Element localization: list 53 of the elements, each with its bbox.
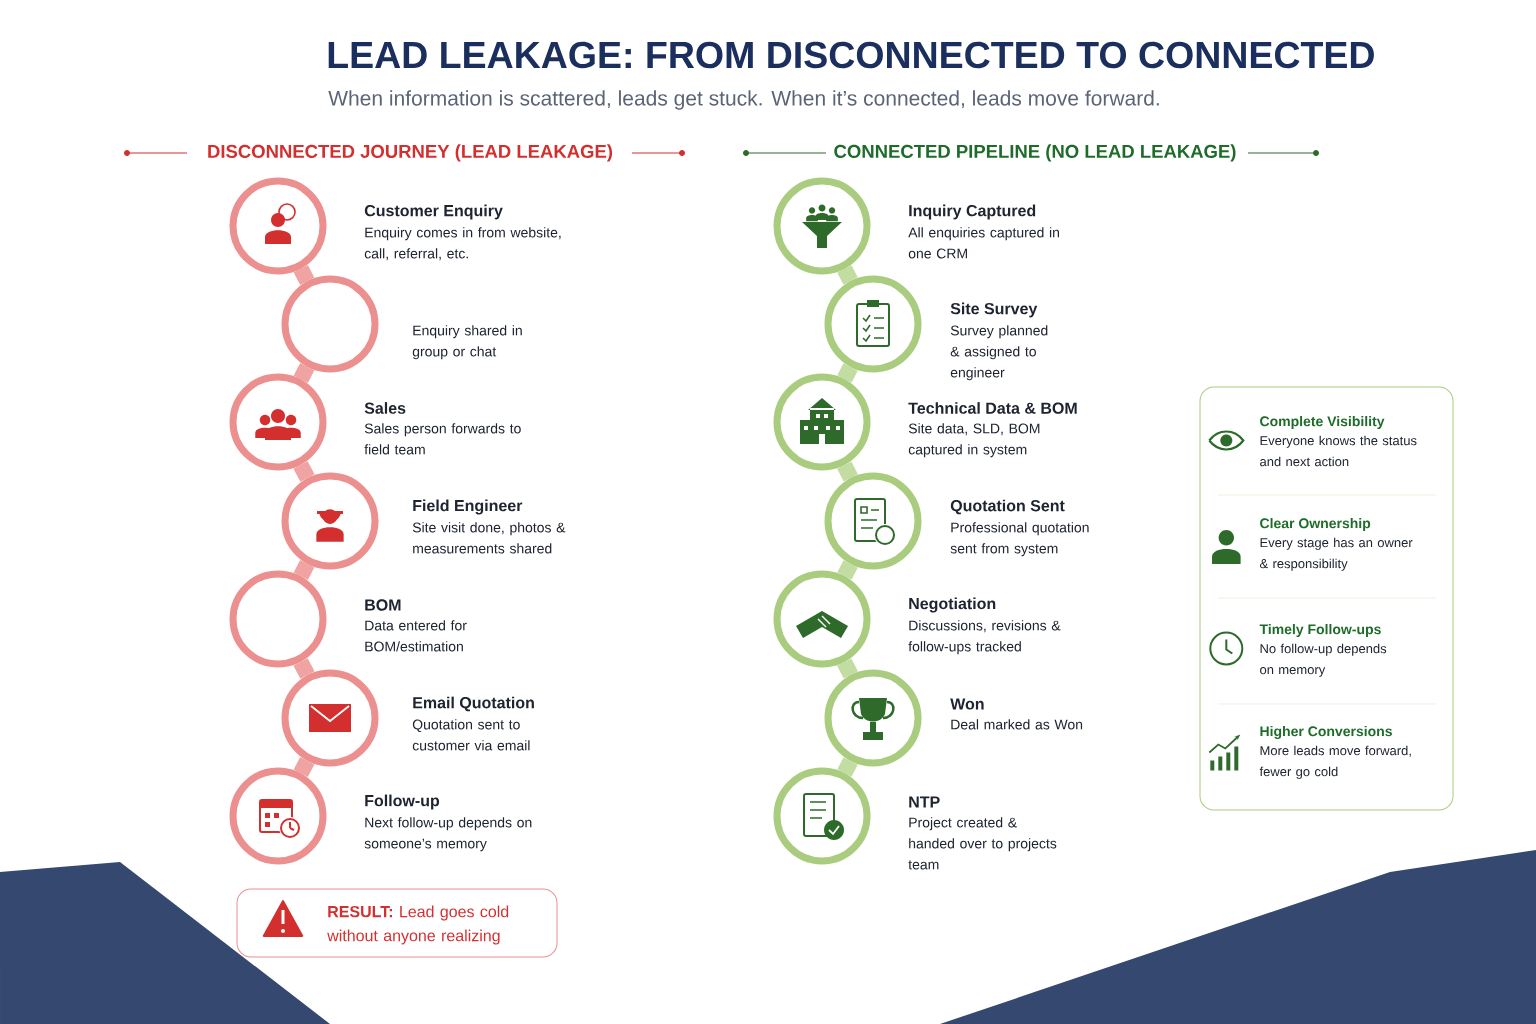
benefit-title: Higher Conversions — [1260, 725, 1392, 740]
subtitle: When information is scattered, leads get stuck. When it’s connected, leads move forward. — [328, 90, 1159, 110]
title: LEAD LEAKAGE: FROM DISCONNECTED TO CONNECTED — [328, 41, 1374, 69]
step-description: Deal marked as Won — [951, 719, 1083, 730]
step-description: Next follow-up depends on someone’s memory — [364, 817, 532, 852]
step-description: Site visit done, photos & measurements shared — [412, 522, 566, 554]
step-title: BOM — [365, 599, 401, 611]
connector-band — [293, 461, 315, 482]
connector-band — [837, 363, 858, 383]
step-title: Site Survey — [950, 302, 1038, 318]
step-description: Professional quotation sent from system — [950, 522, 1089, 557]
benefit-title: Clear Ownership — [1260, 517, 1371, 531]
step-title: Follow-up — [365, 794, 440, 810]
result-box: RESULT: Lead goes cold without anyone realizing — [236, 888, 558, 958]
step-title: Inquiry Captured — [909, 204, 1036, 220]
connector-band — [293, 757, 315, 777]
step-description: Enquiry shared in group or chat — [412, 325, 522, 360]
section-heading: DISCONNECTED JOURNEY (LEAD LEAKAGE) — [208, 144, 613, 162]
step-description: Survey planned & assigned to engineer — [950, 325, 1048, 381]
benefit-description: More leads move forward, fewer go cold — [1259, 745, 1411, 779]
connector-band — [837, 461, 858, 482]
step-title: Email Quotation — [413, 696, 534, 712]
step-title: Quotation Sent — [950, 499, 1065, 515]
step-title: Won — [950, 698, 984, 710]
step-title: Customer Enquiry — [364, 204, 503, 220]
connector-band — [293, 363, 315, 383]
benefit-title: Timely Follow-ups — [1259, 623, 1381, 637]
step-description: Discussions, revisions & follow-ups tracked — [908, 620, 1061, 655]
benefit-description: No follow-up depends on memory — [1260, 643, 1387, 677]
step-description: Data entered for BOM/estimation — [365, 620, 467, 652]
connector-band — [293, 560, 315, 580]
benefit-description: Everyone knows the status and next action — [1260, 435, 1417, 467]
step-title: NTP — [909, 796, 940, 808]
section-heading: CONNECTED PIPELINE (NO LEAD LEAKAGE) — [834, 144, 1236, 162]
benefit-title: Complete Visibility — [1260, 415, 1385, 429]
connector-band — [293, 265, 315, 285]
connector-band — [837, 560, 858, 580]
step-description: All enquiries captured in one CRM — [908, 227, 1059, 259]
benefit-description: Every stage has an owner & responsibility — [1259, 537, 1413, 571]
step-description: Sales person forwards to field team — [364, 423, 521, 455]
benefits-panel — [1199, 386, 1454, 811]
step-title: Field Engineer — [413, 499, 523, 515]
step-title: Sales — [364, 402, 406, 414]
step-title: Negotiation — [909, 597, 996, 613]
step-description: Quotation sent to customer via email — [412, 719, 530, 751]
step-title: Technical Data & BOM — [908, 402, 1077, 414]
connector-band — [293, 658, 315, 679]
step-description: Site data, SLD, BOM captured in system — [908, 423, 1040, 458]
connector-band — [837, 658, 858, 679]
connector-band — [837, 757, 858, 777]
step-description: Enquiry comes in from website, call, referral, etc. — [364, 227, 561, 261]
connector-band — [837, 265, 858, 285]
step-description: Project created & handed over to projects team — [908, 817, 1057, 870]
